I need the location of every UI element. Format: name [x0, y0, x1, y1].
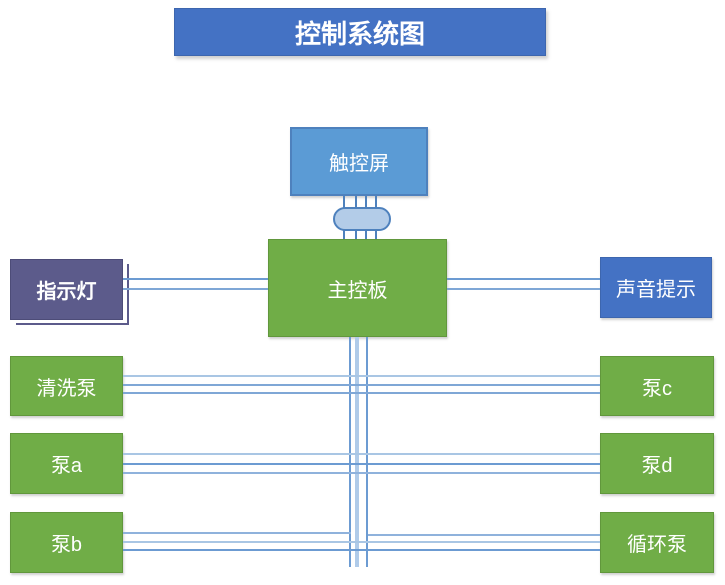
node-pump-c: 泵c — [600, 356, 714, 416]
node-pump-d: 泵d — [600, 433, 714, 494]
wash-pump-label: 清洗泵 — [36, 377, 97, 400]
mainboard-bus-wire-right — [366, 337, 368, 567]
wire-row3-1-right — [368, 534, 600, 536]
mainboard-label: 主控板 — [327, 279, 388, 302]
wire-row1-2 — [123, 384, 600, 386]
wire-indicator-mainboard-2 — [123, 288, 268, 290]
node-sound-alert: 声音提示 — [600, 257, 712, 318]
mainboard-bus-wire-left — [349, 337, 351, 567]
node-wash-pump: 清洗泵 — [10, 356, 123, 416]
node-indicator-light: 指示灯 — [10, 259, 129, 325]
wire-row3-2 — [123, 541, 600, 543]
wire-row2-2 — [123, 463, 600, 465]
node-pump-b: 泵b — [10, 512, 123, 573]
cable-bundle-connector — [333, 207, 391, 231]
node-pump-a: 泵a — [10, 433, 123, 494]
circulation-pump-label: 循环泵 — [627, 534, 687, 556]
wire-mainboard-sound-1 — [447, 278, 600, 280]
wire-indicator-mainboard-1 — [123, 278, 268, 280]
touchscreen-label: 触控屏 — [329, 153, 389, 175]
pump-d-label: 泵d — [641, 455, 673, 477]
node-circulation-pump: 循环泵 — [600, 512, 714, 573]
wire-row1-1 — [123, 375, 600, 377]
diagram-title-label: 控制系统图 — [294, 18, 425, 49]
sound-alert-label: 声音提示 — [616, 279, 696, 301]
wire-row2-1 — [123, 453, 600, 455]
mainboard-bus-wire-center — [355, 337, 359, 567]
node-touchscreen: 触控屏 — [290, 127, 428, 196]
node-mainboard: 主控板 — [268, 239, 447, 337]
wire-mainboard-sound-2 — [447, 288, 600, 290]
wire-row1-3 — [123, 392, 600, 394]
wire-row3-1-left — [123, 532, 351, 534]
wire-row2-3 — [123, 472, 600, 474]
pump-c-label: 泵c — [642, 377, 672, 400]
pump-b-label: 泵b — [50, 534, 83, 556]
pump-a-label: 泵a — [50, 455, 83, 477]
wire-row3-3 — [123, 549, 600, 551]
diagram-title: 控制系统图 — [174, 8, 546, 56]
indicator-light-label: 指示灯 — [36, 281, 97, 303]
